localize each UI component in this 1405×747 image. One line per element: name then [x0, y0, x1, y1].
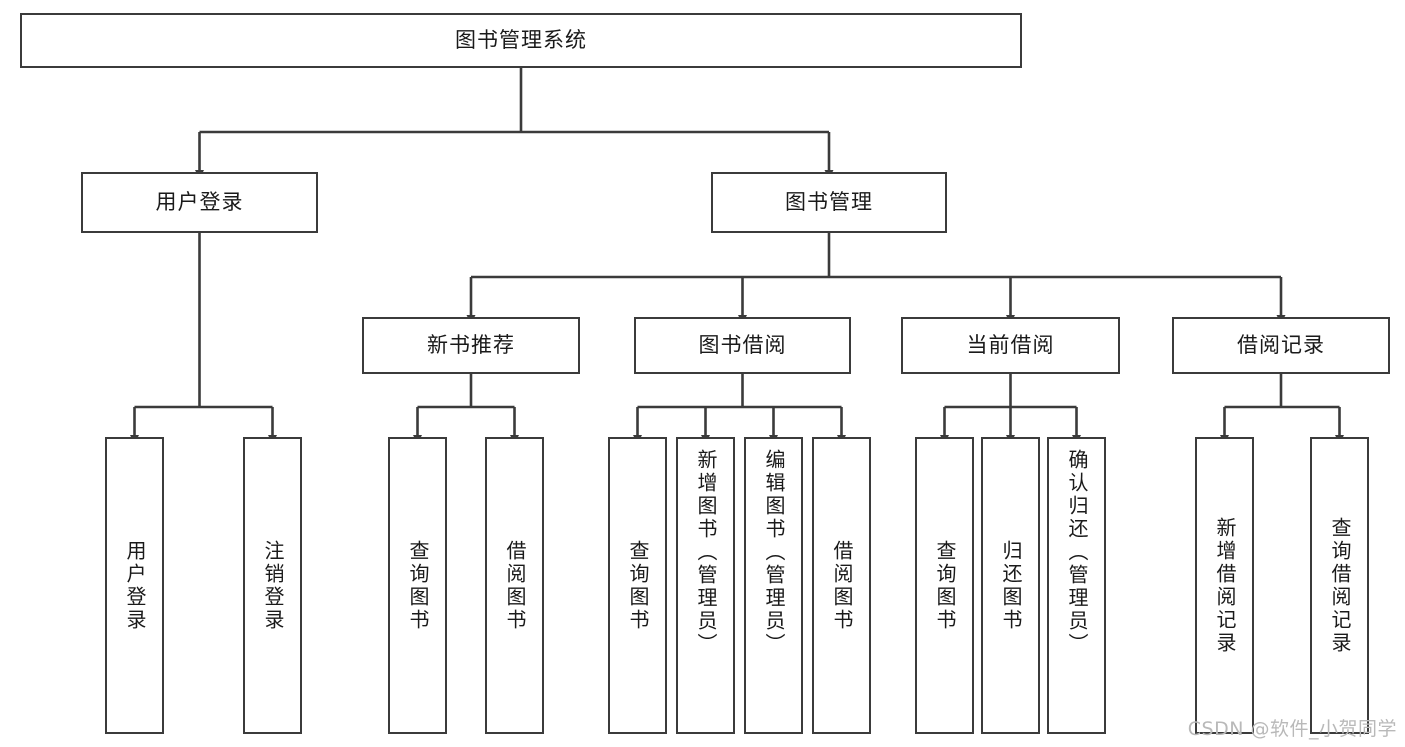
node-label: 编辑图书（管理员） [762, 449, 786, 656]
node-label: 用户登录 [155, 189, 244, 214]
node-label: 注销登录 [261, 539, 285, 632]
node-label: 图书管理 [785, 189, 873, 214]
node-label: 归还图书 [999, 539, 1023, 632]
node-label: 新增借阅记录 [1213, 516, 1237, 655]
node-l-confirm-return[interactable]: 确认归还（管理员） [1047, 437, 1106, 734]
node-n-current-borrow[interactable]: 当前借阅 [901, 317, 1120, 374]
node-l-add-record[interactable]: 新增借阅记录 [1195, 437, 1254, 734]
node-l-return-book[interactable]: 归还图书 [981, 437, 1040, 734]
node-l-logout[interactable]: 注销登录 [243, 437, 302, 734]
node-l-user-login[interactable]: 用户登录 [105, 437, 164, 734]
node-n-user-login[interactable]: 用户登录 [81, 172, 318, 233]
node-n-book-borrow[interactable]: 图书借阅 [634, 317, 851, 374]
node-label: 新增图书（管理员） [694, 449, 718, 656]
node-l-rec-borrow-book[interactable]: 借阅图书 [485, 437, 544, 734]
node-label: 查询图书 [933, 539, 957, 632]
node-label: 查询图书 [626, 539, 650, 632]
node-label: 借阅图书 [503, 539, 527, 632]
node-label: 查询图书 [406, 539, 430, 632]
node-l-borrow-book[interactable]: 借阅图书 [812, 437, 871, 734]
watermark-text: CSDN @软件_小贺同学 [1187, 718, 1397, 740]
node-n-borrow-record[interactable]: 借阅记录 [1172, 317, 1390, 374]
node-label: 确认归还（管理员） [1065, 449, 1089, 656]
node-label: 新书推荐 [427, 332, 515, 357]
node-l-add-book[interactable]: 新增图书（管理员） [676, 437, 735, 734]
node-l-edit-book[interactable]: 编辑图书（管理员） [744, 437, 803, 734]
node-label: 当前借阅 [966, 332, 1055, 357]
node-l-rec-query-book[interactable]: 查询图书 [388, 437, 447, 734]
node-label: 图书借阅 [698, 332, 787, 357]
node-label: 用户登录 [123, 539, 147, 632]
node-label: 借阅图书 [830, 539, 854, 632]
node-label: 借阅记录 [1237, 332, 1325, 357]
node-label: 图书管理系统 [455, 27, 587, 52]
node-root[interactable]: 图书管理系统 [20, 13, 1022, 68]
node-l-borrow-query-book[interactable]: 查询图书 [608, 437, 667, 734]
node-n-book-manage[interactable]: 图书管理 [711, 172, 947, 233]
node-label: 查询借阅记录 [1328, 516, 1352, 655]
node-n-new-book-rec[interactable]: 新书推荐 [362, 317, 580, 374]
edge-lines [130, 68, 1344, 444]
node-l-query-record[interactable]: 查询借阅记录 [1310, 437, 1369, 734]
node-l-cur-query-book[interactable]: 查询图书 [915, 437, 974, 734]
